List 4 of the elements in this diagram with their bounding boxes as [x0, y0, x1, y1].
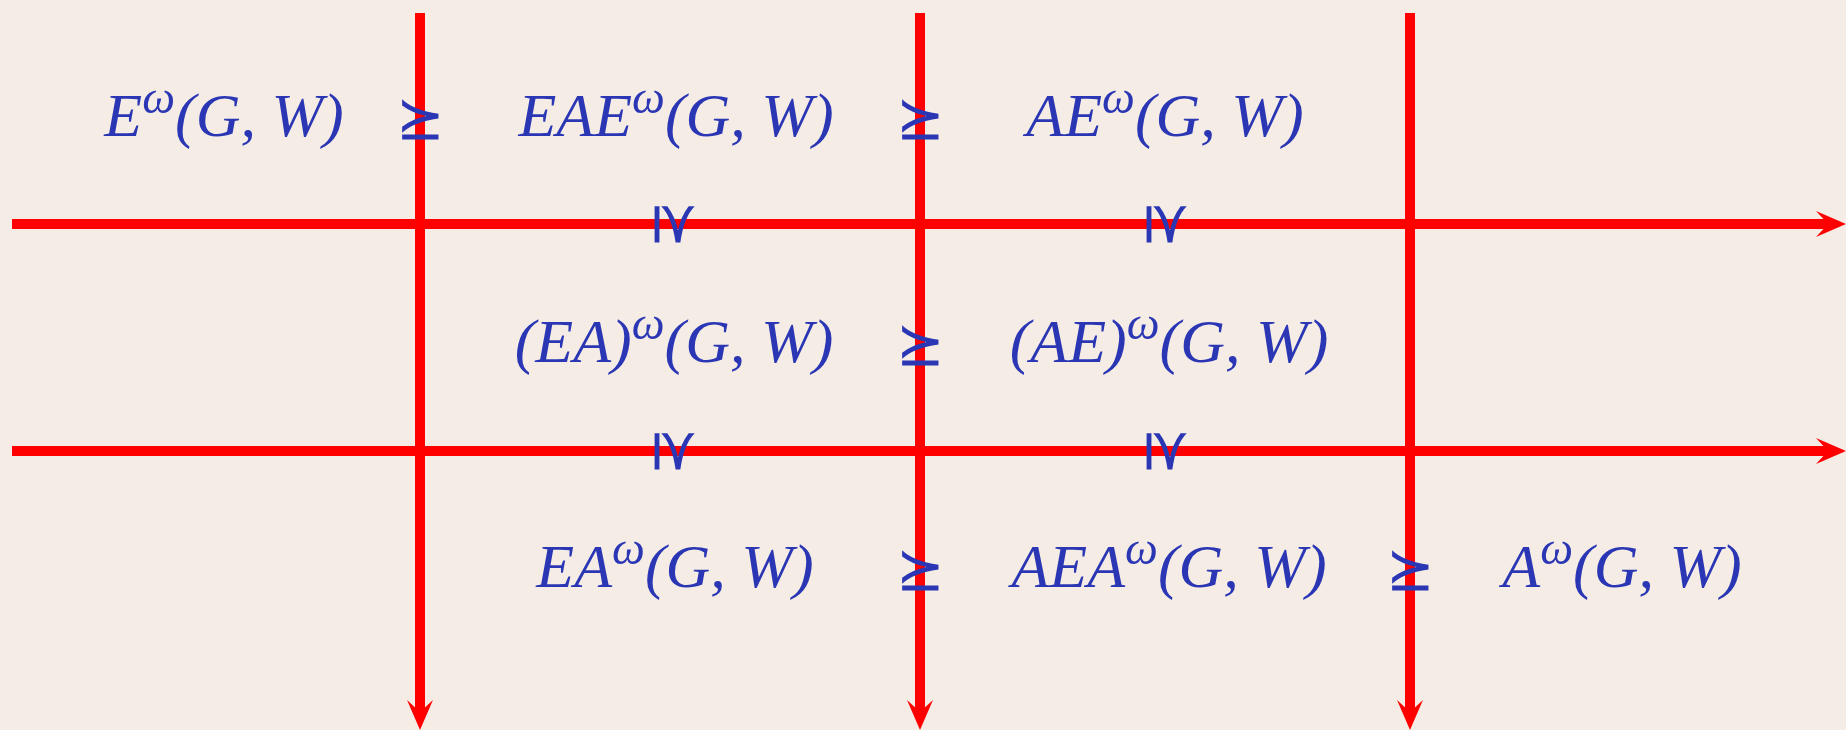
relation-symbol: ⪰	[1139, 426, 1197, 476]
relation-symbol: ⪰	[1139, 199, 1197, 249]
relation-symbol: ⪰	[647, 199, 705, 249]
relation-symbol: ⪰	[647, 426, 705, 476]
